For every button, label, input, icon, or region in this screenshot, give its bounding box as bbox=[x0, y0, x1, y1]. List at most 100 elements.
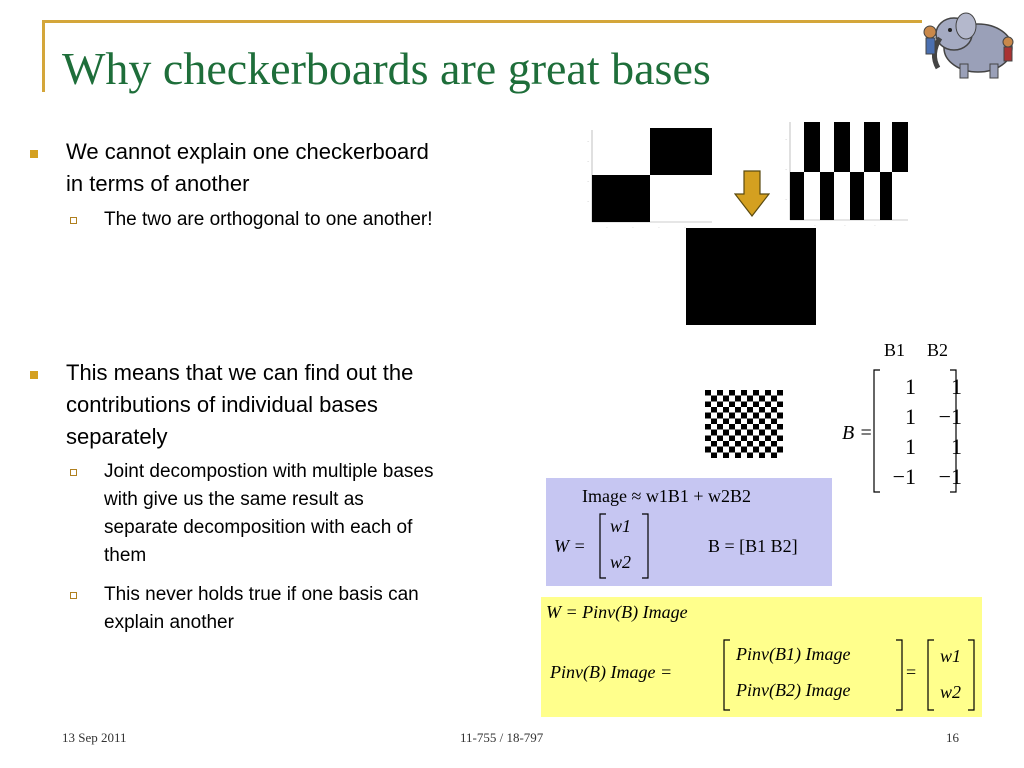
checker-cell bbox=[723, 407, 729, 413]
checker-cell bbox=[711, 452, 717, 458]
checker-cell bbox=[765, 390, 771, 396]
checker-cell bbox=[765, 424, 771, 430]
down-arrow-icon bbox=[734, 170, 770, 217]
checker-cell bbox=[717, 401, 723, 407]
matrix-cell: −1 bbox=[938, 464, 962, 489]
checker-cell bbox=[771, 418, 777, 424]
fine-checkerboard-image bbox=[705, 390, 783, 458]
checker-cell bbox=[741, 446, 747, 453]
checker-cell bbox=[747, 441, 753, 447]
checker-cell bbox=[741, 401, 747, 407]
equation-pinv-lhs: Pinv(B) Image = bbox=[550, 662, 673, 682]
svg-text:...: ... bbox=[785, 137, 788, 141]
checker-cell bbox=[759, 418, 765, 424]
checker-cell bbox=[741, 435, 747, 441]
matrix-row: 1 1 bbox=[886, 372, 962, 402]
checker-cell bbox=[723, 429, 729, 436]
checker-cell bbox=[777, 435, 783, 441]
sub-bullet-1-1: The two are orthogonal to one another! bbox=[104, 209, 433, 230]
bullet-square-icon bbox=[30, 150, 38, 158]
matrix-brackets bbox=[873, 369, 957, 493]
checker-cell bbox=[765, 412, 771, 419]
w-vector-brackets bbox=[599, 513, 649, 579]
checker-cell bbox=[741, 412, 747, 419]
checker-cell bbox=[747, 452, 753, 458]
checker-cell bbox=[771, 452, 777, 458]
checkerboard-stripes-image: ......... ...... bbox=[785, 122, 908, 227]
equation-box-decomposition bbox=[546, 478, 832, 586]
matrix-col-label-b1: B1 bbox=[884, 340, 905, 361]
svg-text:...: ... bbox=[587, 179, 590, 183]
checker-cell bbox=[753, 446, 759, 453]
matrix-col-label-b2: B2 bbox=[927, 340, 948, 361]
checker-cell bbox=[753, 435, 759, 441]
checker-cell bbox=[771, 395, 777, 402]
frame-top-rule bbox=[42, 20, 922, 23]
checker-cell bbox=[717, 390, 723, 396]
checker-cell bbox=[705, 424, 711, 430]
svg-text:..: .. bbox=[632, 225, 634, 229]
svg-text:..: .. bbox=[874, 223, 876, 227]
checker-cell bbox=[711, 441, 717, 447]
svg-text:..: .. bbox=[606, 225, 608, 229]
checker-cell bbox=[753, 412, 759, 419]
frame-left-rule bbox=[42, 20, 45, 92]
bullet-1-line-1: We cannot explain one checkerboard bbox=[66, 139, 429, 164]
sub-bullet-square-icon bbox=[70, 469, 77, 476]
black-image bbox=[686, 228, 816, 325]
matrix-cell: 1 bbox=[905, 434, 916, 459]
checker-cell bbox=[705, 412, 711, 419]
checker-cell bbox=[747, 407, 753, 413]
elephant-logo-icon bbox=[923, 12, 1014, 79]
equation-w-lhs: W = bbox=[554, 536, 586, 556]
checker-cell bbox=[729, 424, 735, 430]
w-vector-row-2: w2 bbox=[610, 552, 632, 572]
matrix-col-label-b2-text: B2 bbox=[927, 340, 949, 360]
sub-bullet-2-1-line-2: with give us the same result as bbox=[104, 489, 364, 510]
equation-b-def: B = [B1 B2] bbox=[708, 536, 798, 556]
matrix-col-label-b1-text: B1 bbox=[884, 340, 906, 360]
checker-cell bbox=[747, 395, 753, 402]
sub-bullet-2-1-line-1: Joint decompostion with multiple bases bbox=[104, 461, 434, 482]
checker-cell bbox=[729, 435, 735, 441]
matrix-lhs: B = bbox=[842, 422, 873, 444]
sub-bullet-square-icon bbox=[70, 592, 77, 599]
bullet-1-line-2: in terms of another bbox=[66, 171, 250, 196]
checker-cell bbox=[723, 441, 729, 447]
checker-cell bbox=[729, 390, 735, 396]
pinv-vector-brackets bbox=[723, 639, 903, 711]
matrix-body: 1 1 1 −1 1 1 −1 −1 bbox=[886, 372, 962, 492]
checker-cell bbox=[759, 429, 765, 436]
checker-cell bbox=[765, 446, 771, 453]
checker-cell bbox=[759, 395, 765, 402]
checker-cell bbox=[747, 429, 753, 436]
equation-image-approx: Image ≈ w1B1 + w2B2 bbox=[582, 486, 752, 506]
checker-cell bbox=[705, 390, 711, 396]
bullet-square-icon bbox=[30, 371, 38, 379]
checker-cell bbox=[711, 395, 717, 402]
svg-text:...: ... bbox=[587, 139, 590, 143]
equation-box-pinv bbox=[541, 597, 982, 717]
checker-cell bbox=[765, 401, 771, 407]
sub-bullet-2-1-line-4: them bbox=[104, 545, 147, 566]
matrix-cell: 1 bbox=[905, 404, 916, 429]
matrix-cell: 1 bbox=[951, 374, 962, 399]
checker-cell bbox=[771, 441, 777, 447]
matrix-cell: −1 bbox=[938, 404, 962, 429]
sub-bullet-2-1-line-3: separate decomposition with each of bbox=[104, 517, 413, 538]
pinv-row-1: Pinv(B1) Image bbox=[736, 644, 851, 664]
w-vector-row-1: w1 bbox=[610, 516, 632, 536]
slide-title: Why checkerboards are great bases bbox=[62, 43, 711, 94]
bullet-2-line-2: contributions of individual bases bbox=[66, 392, 378, 417]
checker-cell bbox=[729, 401, 735, 407]
checker-cell bbox=[735, 418, 741, 424]
equation-w-pinv: W = Pinv(B) Image bbox=[546, 602, 688, 622]
checker-cell bbox=[771, 407, 777, 413]
checker-cell bbox=[765, 435, 771, 441]
checker-cell bbox=[735, 429, 741, 436]
checker-cell bbox=[729, 446, 735, 453]
result-vector-brackets bbox=[927, 639, 975, 711]
svg-text:..: .. bbox=[814, 223, 816, 227]
pinv-row-2: Pinv(B2) Image bbox=[736, 680, 851, 700]
checkerboard-2x2-image: ............ ........ bbox=[587, 128, 712, 229]
